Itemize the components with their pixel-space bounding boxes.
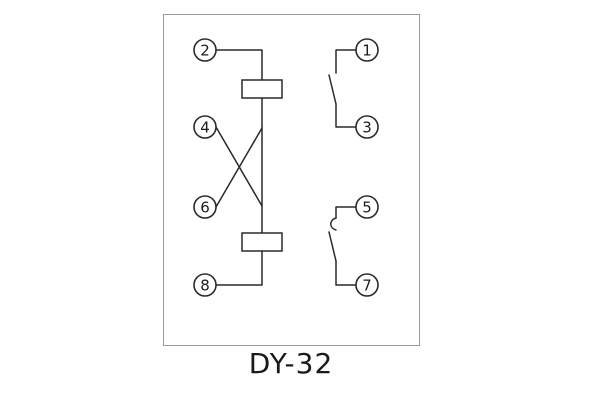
terminal-6-label: 6 — [200, 198, 210, 216]
terminal-3-label: 3 — [362, 118, 372, 136]
terminal-1-label: 1 — [362, 41, 372, 59]
terminal-4: 4 — [193, 115, 217, 139]
lower-coil-symbol — [241, 232, 283, 252]
terminal-5: 5 — [355, 195, 379, 219]
contact-5-7-hook — [330, 217, 337, 231]
diagram-border — [163, 14, 420, 346]
wire-t2-to-upper-coil — [215, 49, 263, 81]
contact-1-3-fixed-stub — [335, 49, 357, 74]
wire-t6-cross — [215, 127, 263, 208]
contact-1-3-blade — [328, 74, 337, 105]
terminal-8-circle — [193, 273, 217, 297]
terminal-2-label: 2 — [200, 41, 210, 59]
terminal-1-circle — [355, 38, 379, 62]
terminal-2-circle — [193, 38, 217, 62]
terminal-8: 8 — [193, 273, 217, 297]
contact-5-7-blade — [328, 231, 337, 262]
terminal-4-circle — [193, 115, 217, 139]
upper-coil-symbol — [241, 79, 283, 99]
wire-lower-coil-to-t8 — [215, 250, 263, 286]
terminal-5-label: 5 — [362, 198, 372, 216]
terminal-7: 7 — [355, 273, 379, 297]
terminal-3-circle — [355, 115, 379, 139]
terminal-5-circle — [355, 195, 379, 219]
contact-1-3-moving-stub — [335, 103, 357, 128]
terminal-6-circle — [193, 195, 217, 219]
terminal-1: 1 — [355, 38, 379, 62]
contact-5-7-fixed-stub — [335, 206, 357, 219]
terminal-4-label: 4 — [200, 118, 210, 136]
terminal-7-label: 7 — [362, 276, 372, 294]
terminal-2: 2 — [193, 38, 217, 62]
terminal-6: 6 — [193, 195, 217, 219]
terminal-7-circle — [355, 273, 379, 297]
terminal-3: 3 — [355, 115, 379, 139]
terminal-8-label: 8 — [200, 276, 210, 294]
contact-5-7-moving-stub — [335, 260, 357, 286]
diagram-caption: DY-32 — [248, 347, 334, 380]
